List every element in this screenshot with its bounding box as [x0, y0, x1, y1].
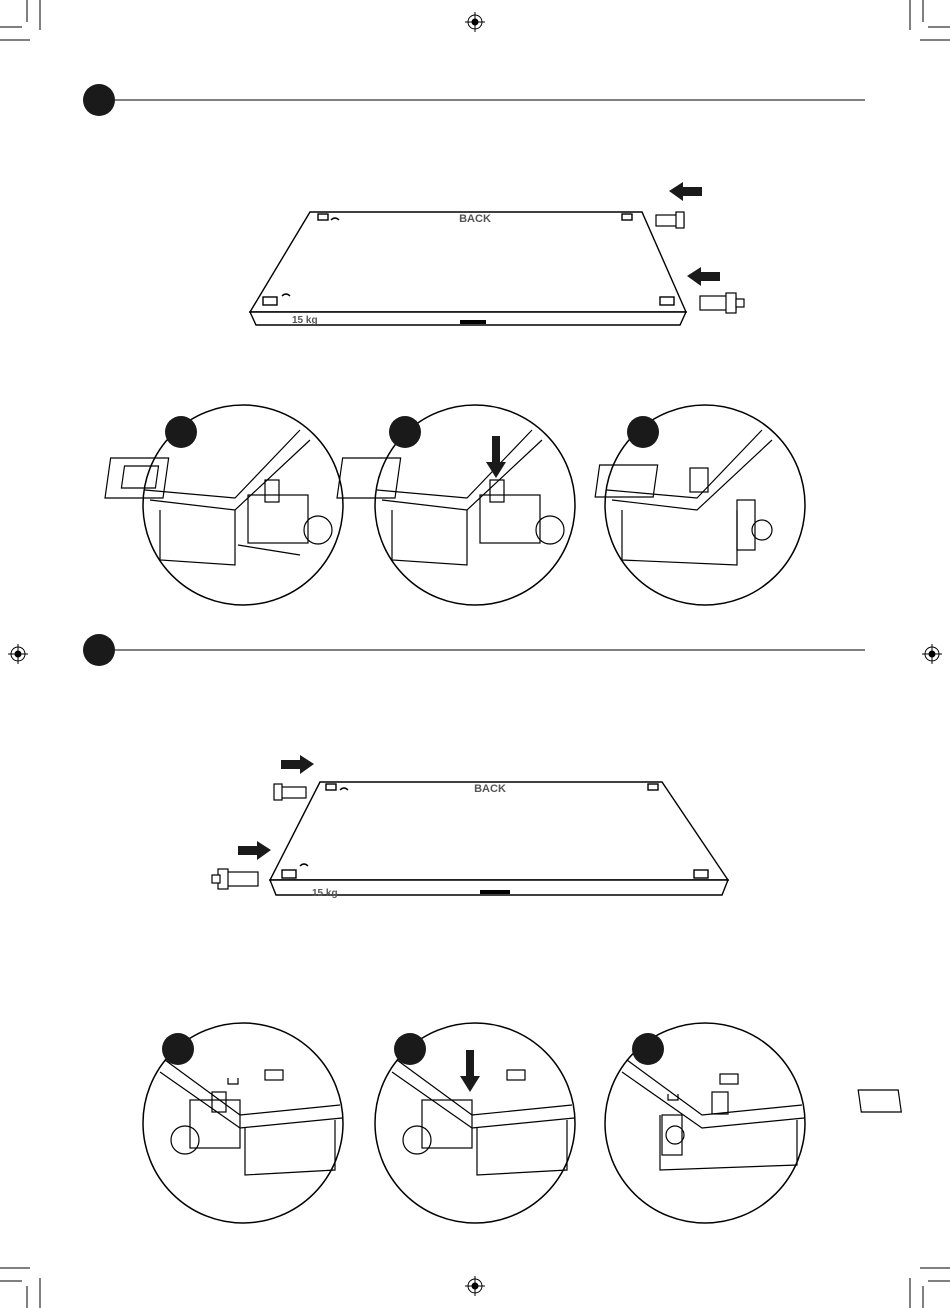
detail-view-2c: [605, 1023, 901, 1223]
shelf-panel-2: BACK 15 kg: [270, 782, 728, 899]
registration-mark-bottom: [465, 1276, 485, 1296]
weight-label: 15 kg: [312, 888, 338, 899]
back-label: BACK: [459, 213, 491, 225]
step-1-header: [83, 84, 865, 116]
arrow-left-icon: [687, 267, 720, 286]
registration-mark-top: [465, 12, 485, 32]
detail-view-1c: [595, 405, 805, 605]
detail-view-1b: [337, 405, 575, 605]
shelf-panel-1: BACK 15 kg: [250, 212, 686, 326]
weight-label: 15 kg: [292, 315, 318, 326]
detail-view-1a: [105, 405, 343, 605]
registration-mark-right: [922, 644, 942, 664]
step-2-header: [83, 634, 865, 666]
arrow-left-icon: [669, 182, 702, 201]
back-label: BACK: [474, 783, 506, 795]
arrow-right-icon: [238, 841, 271, 860]
registration-mark-left: [8, 644, 28, 664]
arrow-right-icon: [281, 755, 314, 774]
